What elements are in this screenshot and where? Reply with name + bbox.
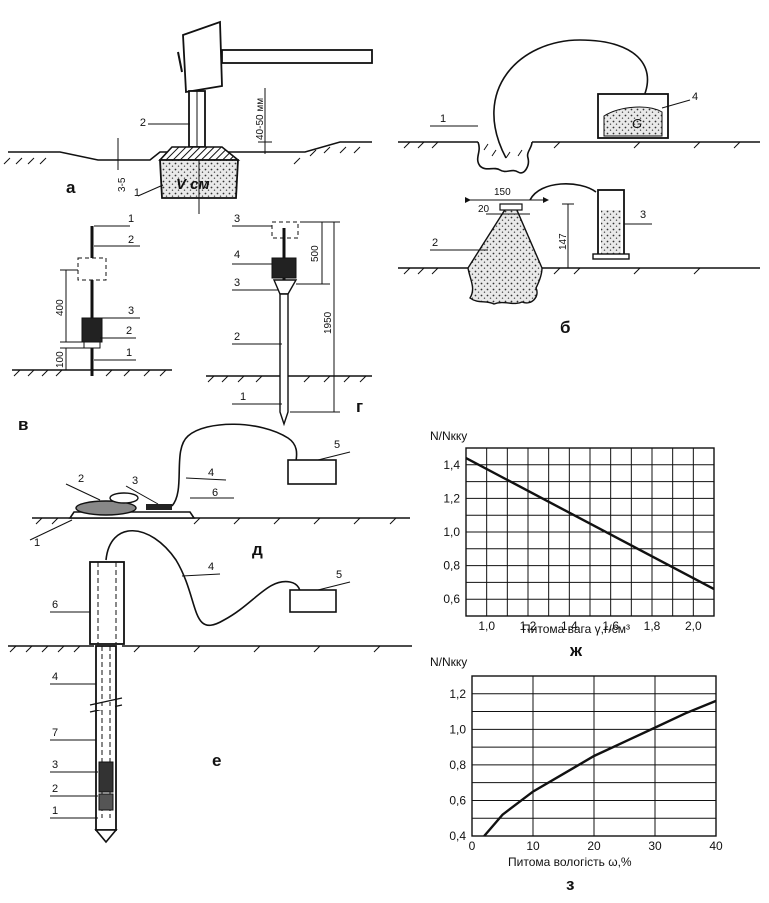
panel-letter-e: е — [212, 751, 221, 770]
chart-z-panel-letter: з — [566, 875, 574, 894]
label-e-7: 7 — [52, 727, 58, 739]
test-pit — [476, 141, 533, 174]
label-g-2: 2 — [234, 331, 240, 343]
dim-147: 147 — [558, 233, 569, 250]
panel-letter-b: б — [560, 318, 571, 337]
label-v-3: 3 — [128, 305, 134, 317]
panel-v: 400 100 1 2 3 2 1 в — [12, 213, 172, 434]
label-v-2a: 2 — [128, 234, 134, 246]
label-g-4: 4 — [234, 249, 240, 261]
z-ytick-label: 0,4 — [449, 829, 466, 843]
zh-xtick-label: 1,0 — [478, 619, 495, 633]
zh-ytick-label: 0,8 — [443, 559, 460, 573]
chart-zh-ylabel: N/Nкку — [430, 429, 467, 443]
panel-letter-a: а — [66, 178, 76, 197]
label-g-3a: 3 — [234, 213, 240, 225]
sand-cone — [467, 207, 543, 305]
zh-ytick-label: 1,2 — [443, 491, 460, 505]
label-d-6: 6 — [212, 487, 218, 499]
chart-z: N/Nкку Питома вологість ω,% з 0 10 20 30 40 0… — [430, 655, 723, 894]
label-d-1: 1 — [34, 537, 40, 549]
dim-rise: 40-50 мм — [255, 98, 266, 140]
label-g-3b: 3 — [234, 277, 240, 289]
zh-ytick-label: 1,4 — [443, 458, 460, 472]
z-ytick-label: 0,8 — [449, 758, 466, 772]
panel-letter-d: д — [252, 540, 263, 559]
dim-depth: 3-5 — [117, 177, 128, 192]
borehole-casing — [89, 561, 125, 645]
label-v-1a: 1 — [128, 213, 134, 225]
panel-b: G 4 1 150 20 147 2 3 б — [398, 39, 760, 337]
sample-weight-label: G — [632, 116, 642, 131]
panel-e: 5 4 6 4 7 3 2 1 е — [8, 529, 412, 844]
label-e-6: 6 — [52, 599, 58, 611]
cutter-head — [158, 146, 241, 161]
zh-ytick-label: 1,0 — [443, 525, 460, 539]
dim-1950: 1950 — [323, 311, 334, 334]
label-e-4a: 4 — [208, 561, 214, 573]
probe-g — [279, 293, 289, 427]
zh-xtick-label: 2,0 — [685, 619, 702, 633]
cylinder-volume-label: V см — [176, 176, 210, 193]
z-series-line — [483, 699, 717, 837]
dim-150: 150 — [494, 187, 511, 198]
label-d-5: 5 — [334, 439, 340, 451]
chart-zh-xlabel: Питома вага γ,г/см³ — [522, 622, 630, 636]
zh-xtick-label: 1,8 — [644, 619, 661, 633]
label-g-1: 1 — [240, 391, 246, 403]
chart-z-xlabel: Питома вологість ω,% — [508, 855, 632, 869]
cable-e — [105, 529, 301, 627]
label-e-5: 5 — [336, 569, 342, 581]
label-v-1b: 1 — [126, 347, 132, 359]
label-e-3: 3 — [52, 759, 58, 771]
zh-xtick-label: 1,2 — [520, 619, 537, 633]
hammer-icon — [177, 20, 373, 94]
zh-series-line — [465, 457, 715, 591]
label-e-1: 1 — [52, 805, 58, 817]
dim-100: 100 — [55, 351, 66, 368]
panel-letter-v: в — [18, 415, 28, 434]
dim-20: 20 — [478, 204, 490, 215]
zh-xtick-label: 1,6 — [602, 619, 619, 633]
label-e-4b: 4 — [52, 671, 58, 683]
z-xtick-label: 40 — [709, 839, 723, 853]
panel-letter-g: г — [356, 397, 363, 416]
meter-box-d — [287, 459, 337, 485]
panel-a: V см 40-50 мм 3-5 2 1 а — [3, 20, 373, 214]
z-xtick-label: 20 — [587, 839, 601, 853]
dim-500: 500 — [310, 245, 321, 262]
label-d-4: 4 — [208, 467, 214, 479]
z-ytick-label: 0,6 — [449, 793, 466, 807]
label-b-1: 1 — [440, 113, 446, 125]
z-ytick-label: 1,0 — [449, 722, 466, 736]
label-b-4: 4 — [692, 91, 698, 103]
label-d-2: 2 — [78, 473, 84, 485]
z-xtick-label: 0 — [469, 839, 476, 853]
label-b-3: 3 — [640, 209, 646, 221]
cable-d — [171, 423, 298, 507]
z-xtick-label: 10 — [526, 839, 540, 853]
zh-xtick-label: 1,4 — [561, 619, 578, 633]
chart-zh-panel-letter: ж — [569, 641, 583, 660]
panel-g: 500 1950 3 4 3 2 1 г — [206, 213, 372, 427]
zh-ytick-label: 0,6 — [443, 592, 460, 606]
chart-zh: N/Nкку Питома вага γ,г/см³ ж 1,0 1,2 1,4 1,… — [430, 429, 715, 660]
label-a-2: 2 — [140, 117, 146, 129]
drop-weight-v — [81, 317, 103, 343]
z-xtick-label: 30 — [648, 839, 662, 853]
meter-box-e — [289, 589, 337, 613]
label-v-2b: 2 — [126, 325, 132, 337]
dim-400: 400 — [55, 299, 66, 316]
label-b-2: 2 — [432, 237, 438, 249]
z-ytick-label: 1,2 — [449, 687, 466, 701]
chart-z-ylabel: N/Nкку — [430, 655, 467, 669]
drop-weight-g — [271, 257, 297, 279]
probe-source — [98, 761, 114, 793]
label-e-2: 2 — [52, 783, 58, 795]
label-a-1: 1 — [134, 187, 140, 199]
panel-d: 5 4 6 2 3 1 д — [29, 423, 410, 559]
label-d-3: 3 — [132, 475, 138, 487]
